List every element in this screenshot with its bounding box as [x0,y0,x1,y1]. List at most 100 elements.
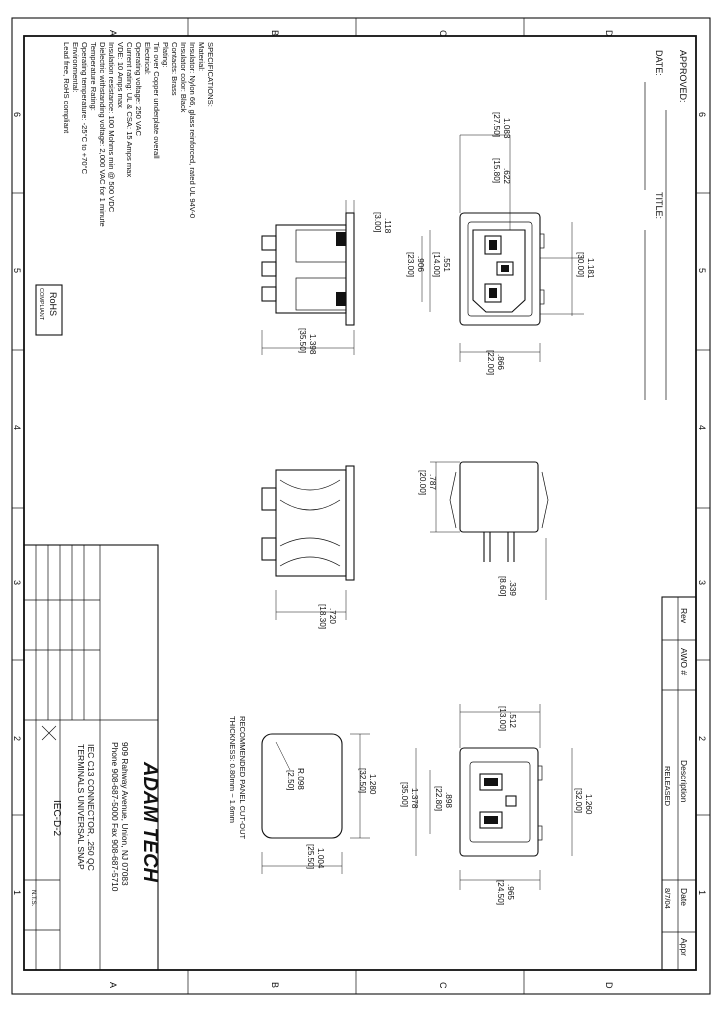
side-view: .118 [3.00] 1.398 [35.50] [261,200,392,355]
title-label: TITLE: [654,192,664,219]
dim-label: [14.00] [432,252,441,277]
dim-label: [22.80] [434,786,443,811]
awo-header: AWO # [679,648,689,675]
zone-letter-bottom: D [604,982,614,989]
dim-label: [27.50] [492,112,501,137]
zone-number-right: 3 [697,580,707,585]
zone-number-left: 5 [12,268,22,273]
rear-view: .512 [13.00] 1.260 [32.00] .898 [22.80] … [400,704,593,905]
spec-line: SPECIFICATIONS: [206,42,215,107]
dim-label: [25.50] [306,844,315,869]
spec-line: Electrical: [143,42,152,75]
dim-label: 1.280 [368,774,377,795]
zone-number-left: 4 [12,425,22,430]
rohs-badge: RoHS COMPLIANT [35,284,63,336]
zone-number-right: 6 [697,112,707,117]
company-logo: ADAM TECH [139,761,161,883]
zone-number-left: 2 [12,736,22,741]
zone-number-left: 6 [12,112,22,117]
drawing-title-1: IEC C13 CONNECTOR, .250 QC [86,744,96,871]
appr-header: Appr [679,938,689,956]
zone-number-right: 5 [697,268,707,273]
zone-letter-bottom: C [438,982,448,989]
spec-line: Plating: [161,42,170,67]
dim-label: .866 [496,354,505,370]
dim-label: .906 [416,256,425,272]
dim-label: [8.60] [498,576,507,597]
inner-border [23,35,697,971]
description-header: Description [679,760,689,803]
spec-line: Contacts: Brass [170,42,179,96]
zone-number-right: 1 [697,890,707,895]
zone-number-left: 1 [12,890,22,895]
zone-number-left: 3 [12,580,22,585]
spec-line: Environmental: [71,42,80,93]
dim-label: [13.00] [498,706,507,731]
section-view: .787 [20.00] .339 [8.60] .720 [18.30] [261,461,549,629]
dim-label: .965 [506,884,515,900]
rohs-title: RoHS [48,292,58,316]
approval-block: APPROVED: DATE: TITLE: [644,50,688,400]
company-phone: Phone 908-687-5000 Fax 908-687-5710 [110,742,120,892]
dim-label: 1.378 [410,788,419,809]
panel-cutout-view: 1.280 [32.50] R.098 [2.50] 1.004 [25.50]… [228,716,377,874]
rev-row-date: 8/7/04 [663,888,672,909]
dim-label: [35.00] [400,782,409,807]
revision-table: Rev AWO # Description Date Appr RELEASED… [661,596,697,971]
dim-label: 1.083 [502,118,511,139]
dim-label: .551 [442,256,451,272]
dim-label: [24.50] [496,880,505,905]
dim-label: [23.00] [406,252,415,277]
dim-label: .512 [508,712,517,728]
zone-number-right: 2 [697,736,707,741]
dim-label: [20.00] [418,470,427,495]
front-view: 1.083 [27.50] .622 [15.80] 1.181 [30.00]… [406,112,595,375]
specifications-block: SPECIFICATIONS: Material: Insulator: Nyl… [62,42,215,227]
zone-letter-top: B [270,30,280,36]
dim-label: 1.004 [316,848,325,869]
spec-line: Operating voltage: 250 VAC [134,42,143,137]
spec-line: Tin over Copper underplate overall [152,42,161,159]
dim-label: .720 [328,608,337,624]
dim-label: .898 [444,792,453,808]
rev-header: Rev [679,608,689,624]
spec-line: Temperature Rating: [89,42,98,111]
spec-line: Lead free, RoHS compliant [62,42,71,134]
dim-label: [35.50] [298,328,307,353]
zone-number-right: 4 [697,425,707,430]
dim-label: 1.181 [586,258,595,279]
spec-line: Dielectric withstanding voltage: 2,000 V… [98,42,107,227]
spec-line: Operating temperature: -25°C to +70°C [80,42,89,175]
spec-line: Insulation resistance: 100 Mohms min @ 5… [107,42,116,213]
part-number: IEC-D-2 [51,800,62,837]
zone-letter-top: C [438,30,448,37]
date-label: DATE: [654,50,664,76]
dim-label: [18.30] [318,604,327,629]
dim-label: 1.398 [308,334,317,355]
scale-value: N.T.S. [30,890,36,907]
dim-label: [22.00] [486,350,495,375]
zone-letter-bottom: B [270,982,280,988]
outer-border [11,17,711,995]
dim-label: .339 [508,580,517,596]
panel-note-line2: THICKNESS: 0.80mm ~ 1.6mm [228,716,237,823]
spec-line: Material: [197,42,206,71]
zone-letter-bottom: A [108,982,118,988]
zone-letter-top: D [604,30,614,37]
spec-line: Insulator: Nylon 66, glass reinforced, r… [188,42,197,218]
panel-note-line1: RECOMMENDED PANEL CUT-OUT [238,716,247,840]
spec-line: Insulator color: Black [179,42,188,113]
dim-label: [32.00] [574,788,583,813]
dim-label: [15.80] [492,158,501,183]
title-block: ADAM TECH 909 Rahway Avenue, Union, NJ 0… [23,544,161,971]
zone-letter-top: A [108,30,118,36]
drawing-title-2: TERMINALS UNIVERSAL SNAP [76,744,86,870]
dim-label: R.098 [296,768,305,790]
dim-label: 1.260 [584,794,593,815]
company-address: 909 Rahway Avenue, Union, NJ 07083 [120,742,130,886]
spec-line: VDE: 10 Amps max [116,42,125,108]
dim-label: .622 [502,168,511,184]
spec-line: Current rating: UL & CSA: 15 Amps max [125,42,134,177]
rohs-subtitle: COMPLIANT [38,288,44,321]
dim-label: [32.50] [358,768,367,793]
